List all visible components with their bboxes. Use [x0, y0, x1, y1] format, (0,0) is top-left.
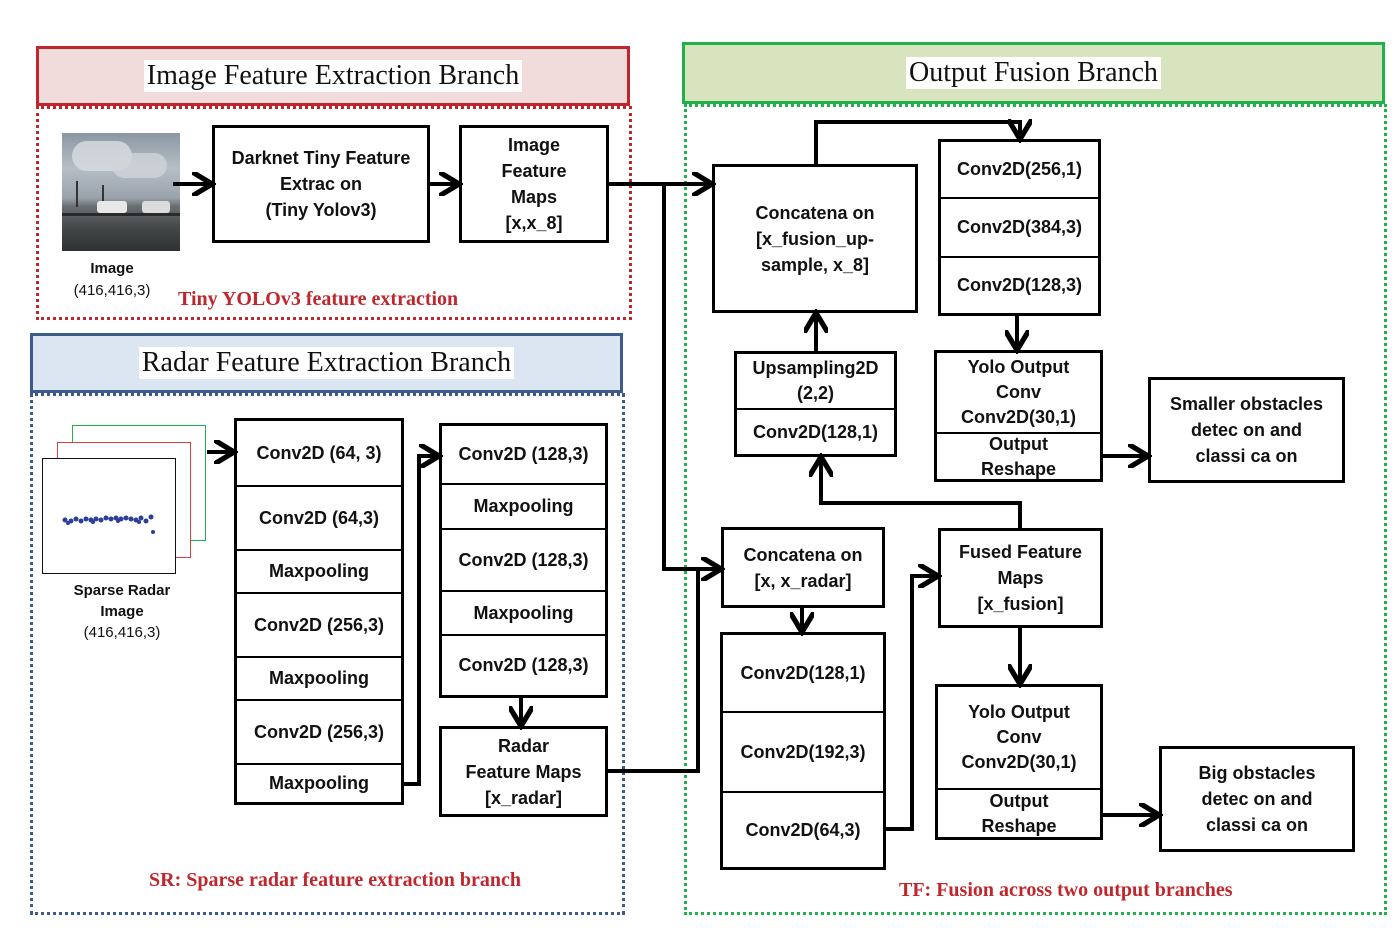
image-branch-caption: Tiny YOLOv3 feature extraction	[178, 288, 459, 310]
darknet-feature-extraction-box: Darknet Tiny Feature Extrac on (Tiny Yol…	[212, 125, 430, 243]
input-image-label: Image	[90, 260, 134, 277]
concatenation-bottom-box: Concatena on [x, x_radar]	[721, 527, 885, 608]
fusion-branch-title: Output Fusion Branch	[906, 57, 1161, 89]
radar-col2-maxpool-2: Maxpooling	[442, 592, 605, 636]
radar-col1-maxpool-3: Maxpooling	[269, 773, 369, 793]
radar-column-2: Conv2D (128,3) Maxpooling Conv2D (128,3)…	[439, 423, 608, 698]
radar-col1-maxpool-2: Maxpooling	[237, 658, 401, 701]
concatenation-top-box: Concatena on [x_fusion_up- sample, x_8]	[712, 164, 918, 313]
input-image-shape: (416,416,3)	[73, 282, 151, 299]
input-image-thumbnail	[62, 133, 180, 251]
big-obstacles-box: Big obstacles detec on and classi ca on	[1159, 746, 1355, 852]
yolo-bottom-conv-cell: Yolo Output Conv Conv2D(30,1)	[938, 687, 1100, 790]
smaller-obstacles-box: Smaller obstacles detec on and classi ca…	[1148, 377, 1345, 483]
radar-col1-maxpool-1: Maxpooling	[237, 551, 401, 594]
upsampling-block: Upsampling2D (2,2) Conv2D(128,1)	[734, 351, 897, 457]
radar-col2-conv-128-3-c: Conv2D (128,3)	[458, 655, 589, 675]
top-conv-128-3: Conv2D(128,3)	[956, 275, 1083, 295]
yolo-output-bottom-block: Yolo Output Conv Conv2D(30,1) Output Res…	[935, 684, 1103, 840]
radar-image-label: Sparse Radar Image	[73, 582, 171, 620]
upsampling2d-cell: Upsampling2D (2,2)	[737, 354, 894, 410]
yolo-top-reshape-cell: Output Reshape	[980, 433, 1057, 479]
yolo-output-top-block: Yolo Output Conv Conv2D(30,1) Output Res…	[934, 350, 1103, 482]
radar-col1-conv-64-3-b: Conv2D (64,3)	[237, 487, 401, 551]
top-conv-256-1: Conv2D(256,1)	[941, 142, 1098, 199]
yolo-bottom-reshape-cell: Output Reshape	[981, 790, 1057, 836]
radar-points	[62, 514, 155, 534]
radar-feature-maps-box: Radar Feature Maps [x_radar]	[439, 726, 608, 817]
fusion-branch-header: Output Fusion Branch	[682, 42, 1385, 104]
top-conv-stack: Conv2D(256,1) Conv2D(384,3) Conv2D(128,3…	[938, 139, 1101, 316]
radar-col2-conv-128-3-b: Conv2D (128,3)	[442, 530, 605, 592]
bottom-conv-128-1: Conv2D(128,1)	[723, 635, 883, 713]
image-branch-header: Image Feature Extraction Branch	[36, 46, 630, 106]
radar-col1-conv-256-3-a: Conv2D (256,3)	[237, 594, 401, 658]
bottom-conv-stack: Conv2D(128,1) Conv2D(192,3) Conv2D(64,3)	[720, 632, 886, 870]
radar-col2-maxpool-1: Maxpooling	[442, 485, 605, 530]
radar-branch-header: Radar Feature Extraction Branch	[30, 333, 623, 393]
image-feature-maps-box: Image Feature Maps [x,x_8]	[459, 125, 609, 243]
fused-feature-maps-box: Fused Feature Maps [x_fusion]	[938, 528, 1103, 628]
radar-col1-conv-64-3-a: Conv2D (64, 3)	[237, 421, 401, 487]
bottom-conv-64-3: Conv2D(64,3)	[745, 819, 861, 840]
image-branch-region	[36, 106, 632, 320]
radar-col1-conv-256-3-b: Conv2D (256,3)	[237, 701, 401, 765]
radar-sparse-image	[42, 458, 176, 574]
radar-branch-caption: SR: Sparse radar feature extraction bran…	[149, 869, 521, 891]
radar-column-1: Conv2D (64, 3) Conv2D (64,3) Maxpooling …	[234, 418, 404, 805]
fusion-branch-caption: TF: Fusion across two output branches	[899, 879, 1233, 901]
upsampling-conv-128-1-cell: Conv2D(128,1)	[752, 421, 879, 442]
radar-branch-title: Radar Feature Extraction Branch	[138, 347, 515, 379]
radar-image-shape: (416,416,3)	[83, 624, 161, 641]
bottom-conv-192-3: Conv2D(192,3)	[723, 713, 883, 793]
top-conv-384-3: Conv2D(384,3)	[941, 199, 1098, 258]
image-branch-title: Image Feature Extraction Branch	[143, 60, 523, 92]
radar-col2-conv-128-3-a: Conv2D (128,3)	[442, 426, 605, 485]
yolo-top-conv-cell: Yolo Output Conv Conv2D(30,1)	[937, 353, 1100, 434]
